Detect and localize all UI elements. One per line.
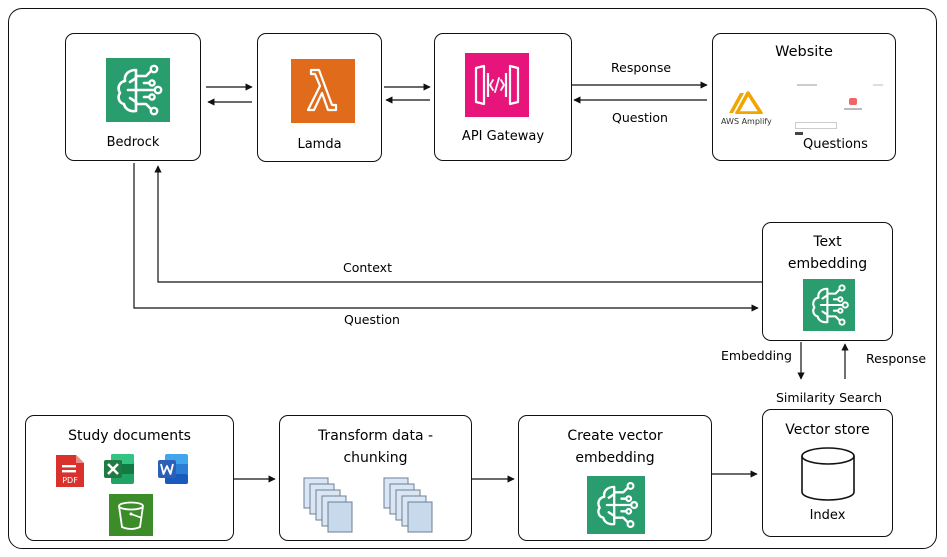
pdf-file-icon: PDF: [56, 455, 84, 487]
questions-label: Questions: [803, 137, 868, 152]
create-vector-title-line1: Create vector: [567, 428, 663, 444]
pdf-icon-text: PDF: [62, 476, 78, 485]
study-documents-title: Study documents: [68, 428, 191, 444]
lambda-node: Lamda: [257, 33, 382, 162]
api-gateway-icon: [465, 53, 529, 117]
preview-input: [795, 122, 837, 129]
website-title: Website: [775, 44, 833, 60]
bedrock-brain-icon: [106, 58, 170, 122]
similarity-search-label: Similarity Search: [776, 390, 883, 405]
transform-data-title-line2: chunking: [343, 450, 408, 466]
preview-nav-line: [797, 84, 817, 86]
create-vector-title-line2: embedding: [575, 450, 655, 466]
transform-data-title-line1: Transform data -: [317, 428, 434, 444]
question-top-label: Question: [612, 110, 668, 125]
text-embedding-title-line1: Text: [813, 234, 842, 250]
preview-nav-line: [873, 84, 883, 86]
transform-data-node: Transform data - chunking: [279, 415, 472, 541]
api-gateway-node: API Gateway: [434, 33, 572, 161]
lambda-icon: [291, 59, 355, 123]
vector-embedding-brain-icon: [587, 476, 645, 534]
aws-amplify-icon: [729, 91, 763, 114]
aws-amplify-label: AWS Amplify: [721, 117, 772, 126]
website-preview: [789, 80, 889, 144]
vector-store-node: Vector store Index: [762, 409, 893, 537]
document-chunks-icon: [383, 477, 433, 533]
vector-store-title: Vector store: [785, 422, 870, 438]
index-label: Index: [809, 508, 846, 523]
text-embedding-title-line2: embedding: [787, 256, 868, 272]
bedrock-label: Bedrock: [106, 135, 160, 150]
word-icon: [158, 454, 188, 484]
response-top-label: Response: [611, 60, 672, 75]
preview-button: [795, 132, 803, 135]
study-documents-node: Study documents PDF: [25, 415, 234, 541]
lambda-label: Lamda: [297, 137, 342, 152]
arrow-bedrock-question-to-embedding: [133, 163, 759, 312]
context-label: Context: [343, 260, 392, 275]
create-vector-embedding-node: Create vector embedding: [518, 415, 712, 541]
arrow-context-to-bedrock: [154, 165, 762, 283]
response-right-label: Response: [866, 351, 927, 366]
bedrock-node: Bedrock: [65, 33, 201, 161]
excel-icon: [104, 454, 134, 484]
api-gateway-label: API Gateway: [461, 129, 545, 144]
question-mid-label: Question: [344, 312, 400, 327]
embedding-label: Embedding: [721, 348, 792, 363]
preview-logo: [849, 98, 857, 105]
diagram-frame: [8, 8, 937, 549]
database-cylinder-icon: [801, 447, 855, 501]
s3-bucket-icon: [109, 494, 153, 536]
website-node: Website AWS Amplify Questions: [712, 33, 896, 161]
text-embedding-brain-icon: [803, 279, 855, 331]
text-embedding-node: Text embedding: [762, 222, 893, 341]
document-chunks-icon: [303, 477, 353, 533]
preview-text-line: [844, 108, 862, 110]
